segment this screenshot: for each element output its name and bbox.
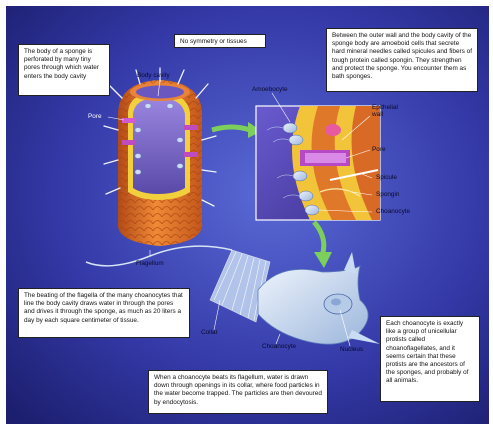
label-choanocyte-inset: Choanocyte: [376, 208, 410, 215]
label-body-cavity: Body cavity: [137, 72, 170, 79]
flagella-note: The beating of the flagella of the many …: [18, 288, 190, 338]
label-nucleus: Nucleus: [340, 346, 363, 353]
symmetry-note: No symmetry or tissues: [174, 34, 266, 48]
choanocyte-beat-note: When a choanocyte beats its flagellum, w…: [148, 370, 328, 414]
label-pore-left: Pore: [88, 113, 102, 120]
label-amoebocyte: Amoebocyte: [252, 86, 288, 93]
sponge-body-note: The body of a sponge is perforated by ma…: [18, 44, 110, 96]
label-spicule: Spicule: [376, 174, 397, 181]
label-spongin: Spongin: [376, 191, 399, 198]
label-choanocyte: Choanocyte: [262, 343, 296, 350]
label-pore-right: Pore: [372, 146, 386, 153]
choanoflagellates-note: Each choanocyte is exactly like a group …: [380, 316, 480, 402]
label-epithelial-wall: Epithelial wall: [372, 104, 398, 118]
label-flagellum: Flagellum: [136, 260, 164, 267]
label-collar: Collar: [201, 329, 218, 336]
amoebocytes-note: Between the outer wall and the body cavi…: [326, 28, 478, 92]
